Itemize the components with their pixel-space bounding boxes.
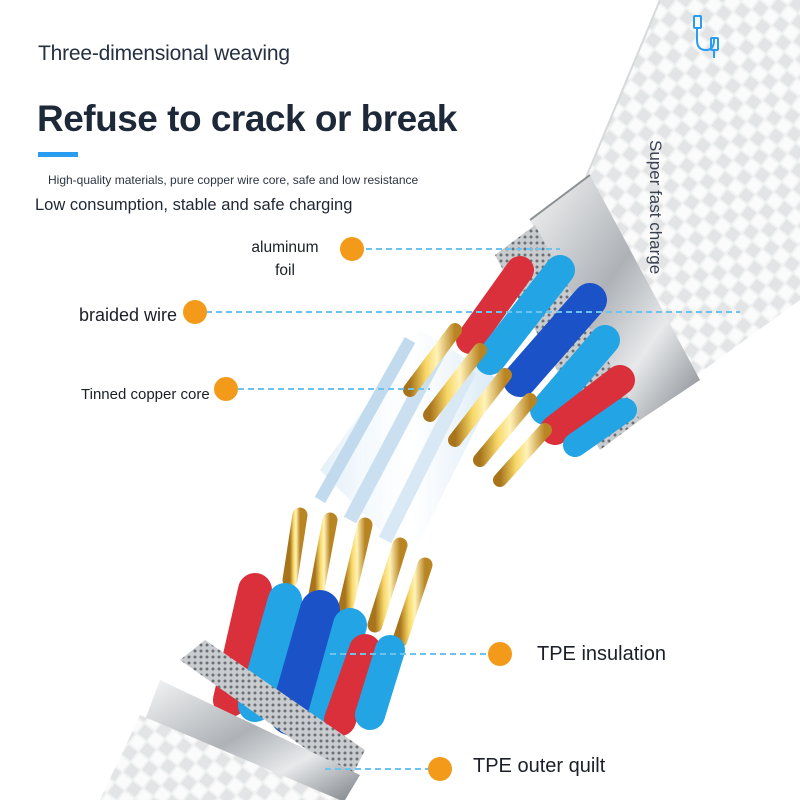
feature-text: Low consumption, stable and safe chargin…	[35, 196, 353, 214]
label-braided-wire: braided wire	[79, 305, 178, 325]
title-accent-bar	[38, 152, 78, 157]
dot-braided-wire	[183, 300, 207, 324]
label-tpe-outer-quilt: TPE outer quilt	[473, 755, 606, 777]
top-braided-sleeve	[584, 0, 800, 380]
bottom-braided-sleeve	[100, 715, 340, 800]
dot-tpe-outer-quilt	[428, 757, 452, 781]
label-tpe-insulation: TPE insulation	[537, 643, 666, 665]
upper-wires	[456, 255, 637, 457]
bottom-mesh	[180, 640, 365, 780]
page-title: Refuse to crack or break	[37, 98, 457, 139]
label-tinned-copper-core: Tinned copper core	[81, 386, 210, 403]
dot-tpe-insulation	[488, 642, 512, 666]
subtitle: Three-dimensional weaving	[38, 42, 290, 65]
top-metal-ring	[529, 174, 700, 420]
label-aluminum-foil: aluminum foil	[251, 239, 319, 279]
lower-gold-pins	[282, 507, 433, 648]
feature-text-small: High-quality materials, pure copper wire…	[48, 173, 419, 187]
side-text: Super fast charge	[646, 140, 665, 275]
callout-dots	[183, 237, 512, 781]
callout-lines	[206, 248, 740, 770]
cable-icon	[693, 15, 719, 58]
dot-tinned-copper-core	[214, 377, 238, 401]
upper-gold-pins	[403, 323, 552, 487]
dot-aluminum-foil	[340, 237, 364, 261]
